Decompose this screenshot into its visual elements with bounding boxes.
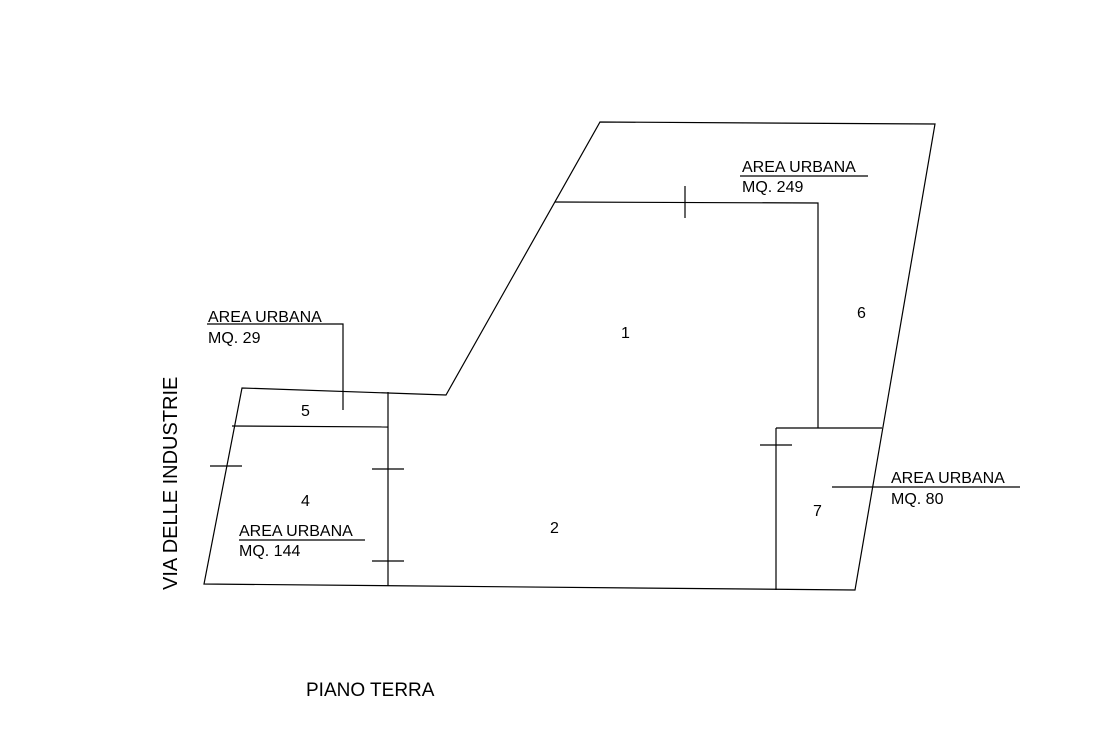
- floor-label: PIANO TERRA: [306, 680, 435, 701]
- outer-boundary: [203, 121, 936, 591]
- street-label: VIA DELLE INDUSTRIE: [160, 377, 182, 590]
- area-size-144: MQ. 144: [239, 543, 300, 560]
- area-title-144: AREA URBANA: [239, 523, 353, 540]
- area-title-249: AREA URBANA: [742, 159, 856, 176]
- area-title-80: AREA URBANA: [891, 470, 1005, 487]
- room-number-6: 6: [857, 305, 866, 322]
- wall-region-5-bottom: [231, 425, 389, 428]
- room-number-4: 4: [301, 493, 310, 510]
- area-size-80: MQ. 80: [891, 491, 944, 508]
- area-title-29: AREA URBANA: [208, 309, 322, 326]
- leader-line-29: [207, 323, 344, 410]
- wall-region-1: [554, 201, 819, 428]
- room-number-2: 2: [550, 520, 559, 537]
- area-size-29: MQ. 29: [208, 330, 261, 347]
- room-number-5: 5: [301, 403, 310, 420]
- room-number-7: 7: [813, 503, 822, 520]
- room-number-1: 1: [621, 325, 630, 342]
- area-size-249: MQ. 249: [742, 179, 803, 196]
